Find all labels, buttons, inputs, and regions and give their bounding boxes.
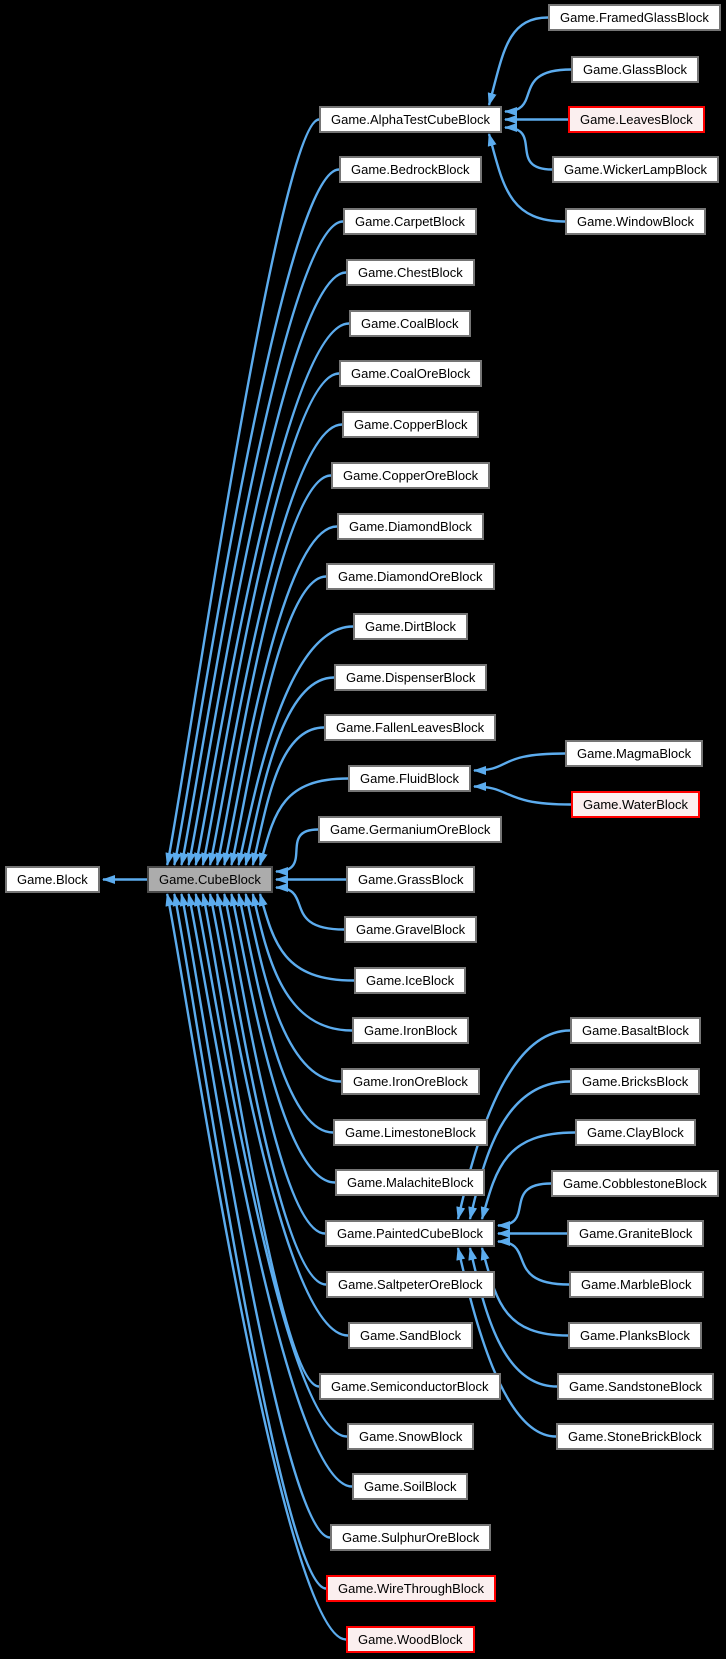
edge-game-carpetblock-to-game-cubeblock xyxy=(179,220,344,866)
node-game-fallenleavesblock[interactable]: Game.FallenLeavesBlock xyxy=(324,714,497,741)
node-game-marbleblock[interactable]: Game.MarbleBlock xyxy=(569,1271,704,1298)
edge-game-dispenserblock-to-game-cubeblock xyxy=(244,676,335,866)
node-game-grassblock[interactable]: Game.GrassBlock xyxy=(346,866,476,893)
edge-game-chestblock-to-game-cubeblock xyxy=(186,271,347,866)
edge-game-fluidblock-to-game-cubeblock xyxy=(258,777,349,866)
node-game-leavesblock[interactable]: Game.LeavesBlock xyxy=(568,106,705,133)
node-game-diamondblock[interactable]: Game.DiamondBlock xyxy=(337,513,484,540)
edge-game-planksblock-to-game-paintedcubeblock xyxy=(480,1247,569,1337)
node-game-block[interactable]: Game.Block xyxy=(5,866,100,893)
node-game-coalblock[interactable]: Game.CoalBlock xyxy=(349,310,471,337)
edge-game-wirethroughblock-to-game-cubeblock xyxy=(172,893,327,1590)
edge-game-copperblock-to-game-cubeblock xyxy=(208,423,343,866)
edge-game-diamondblock-to-game-cubeblock xyxy=(222,525,338,866)
node-game-dirtblock[interactable]: Game.DirtBlock xyxy=(353,613,469,640)
node-game-copperoreblock[interactable]: Game.CopperOreBlock xyxy=(331,462,491,489)
edge-game-ironblock-to-game-cubeblock xyxy=(251,893,353,1032)
node-game-sandstoneblock[interactable]: Game.SandstoneBlock xyxy=(557,1373,714,1400)
node-game-germaniumoreblock[interactable]: Game.GermaniumOreBlock xyxy=(318,816,503,843)
node-game-windowblock[interactable]: Game.WindowBlock xyxy=(565,208,707,235)
edge-game-sulphuroreblock-to-game-cubeblock xyxy=(179,893,331,1539)
edge-game-waterblock-to-game-fluidblock xyxy=(473,782,572,806)
node-game-magmablock[interactable]: Game.MagmaBlock xyxy=(565,740,704,767)
edge-game-germaniumoreblock-to-game-cubeblock xyxy=(275,828,319,876)
node-game-glassblock[interactable]: Game.GlassBlock xyxy=(571,56,700,83)
node-game-ironoreblock[interactable]: Game.IronOreBlock xyxy=(341,1068,480,1095)
node-game-planksblock[interactable]: Game.PlanksBlock xyxy=(568,1322,702,1349)
node-game-dispenserblock[interactable]: Game.DispenserBlock xyxy=(334,664,488,691)
edge-game-clayblock-to-game-paintedcubeblock xyxy=(480,1131,576,1220)
edge-game-coalblock-to-game-cubeblock xyxy=(194,322,350,866)
node-game-fluidblock[interactable]: Game.FluidBlock xyxy=(348,765,471,792)
edge-game-ironoreblock-to-game-cubeblock xyxy=(244,893,342,1083)
edge-game-coaloreblock-to-game-cubeblock xyxy=(201,372,340,866)
edge-game-copperoreblock-to-game-cubeblock xyxy=(215,474,332,866)
node-game-chestblock[interactable]: Game.ChestBlock xyxy=(346,259,475,286)
edge-game-windowblock-to-game-alphatestcubeblock xyxy=(487,133,566,223)
edge-game-bricksblock-to-game-paintedcubeblock xyxy=(468,1080,571,1220)
node-game-sandblock[interactable]: Game.SandBlock xyxy=(348,1322,474,1349)
node-game-wickerlampblock[interactable]: Game.WickerLampBlock xyxy=(552,156,720,183)
edge-game-saltpeteroreblock-to-game-cubeblock xyxy=(215,893,327,1286)
node-game-cubeblock[interactable]: Game.CubeBlock xyxy=(147,866,273,893)
edge-game-malachiteblock-to-game-cubeblock xyxy=(229,893,336,1184)
node-game-copperblock[interactable]: Game.CopperBlock xyxy=(342,411,480,438)
edge-game-sandstoneblock-to-game-paintedcubeblock xyxy=(468,1247,558,1388)
edge-game-semiconductorblock-to-game-cubeblock xyxy=(201,893,320,1388)
node-game-coaloreblock[interactable]: Game.CoalOreBlock xyxy=(339,360,483,387)
node-game-diamondoreblock[interactable]: Game.DiamondOreBlock xyxy=(326,563,495,590)
edge-game-cobblestoneblock-to-game-paintedcubeblock xyxy=(497,1182,552,1230)
edge-game-framedglassblock-to-game-alphatestcubeblock xyxy=(487,16,549,106)
node-game-alphatestcubeblock[interactable]: Game.AlphaTestCubeBlock xyxy=(319,106,502,133)
node-game-iceblock[interactable]: Game.IceBlock xyxy=(354,967,467,994)
node-game-carpetblock[interactable]: Game.CarpetBlock xyxy=(343,208,477,235)
node-game-bricksblock[interactable]: Game.BricksBlock xyxy=(570,1068,701,1095)
edge-game-gravelblock-to-game-cubeblock xyxy=(275,883,345,931)
edge-game-fallenleavesblock-to-game-cubeblock xyxy=(251,726,325,866)
node-game-stonebrickblock[interactable]: Game.StoneBrickBlock xyxy=(556,1423,714,1450)
edge-game-marbleblock-to-game-paintedcubeblock xyxy=(497,1237,570,1286)
node-game-sulphuroreblock[interactable]: Game.SulphurOreBlock xyxy=(330,1524,492,1551)
edge-game-limestoneblock-to-game-cubeblock xyxy=(236,893,334,1134)
node-game-limestoneblock[interactable]: Game.LimestoneBlock xyxy=(333,1119,488,1146)
edge-game-woodblock-to-game-cubeblock xyxy=(165,893,347,1641)
edge-game-glassblock-to-game-alphatestcubeblock xyxy=(504,68,572,116)
node-game-soilblock[interactable]: Game.SoilBlock xyxy=(352,1473,469,1500)
node-game-cobblestoneblock[interactable]: Game.CobblestoneBlock xyxy=(551,1170,719,1197)
node-game-waterblock[interactable]: Game.WaterBlock xyxy=(571,791,700,818)
node-game-graniteblock[interactable]: Game.GraniteBlock xyxy=(567,1220,705,1247)
edge-game-alphatestcubeblock-to-game-cubeblock xyxy=(165,118,320,866)
edge-game-bedrockblock-to-game-cubeblock xyxy=(172,168,340,866)
node-game-gravelblock[interactable]: Game.GravelBlock xyxy=(344,916,478,943)
node-game-woodblock[interactable]: Game.WoodBlock xyxy=(346,1626,475,1653)
node-game-clayblock[interactable]: Game.ClayBlock xyxy=(575,1119,696,1146)
node-game-malachiteblock[interactable]: Game.MalachiteBlock xyxy=(335,1169,486,1196)
node-game-saltpeteroreblock[interactable]: Game.SaltpeterOreBlock xyxy=(326,1271,495,1298)
node-game-bedrockblock[interactable]: Game.BedrockBlock xyxy=(339,156,482,183)
node-game-snowblock[interactable]: Game.SnowBlock xyxy=(347,1423,475,1450)
edge-game-magmablock-to-game-fluidblock xyxy=(473,752,566,775)
edge-game-snowblock-to-game-cubeblock xyxy=(194,893,348,1438)
node-game-paintedcubeblock[interactable]: Game.PaintedCubeBlock xyxy=(325,1220,495,1247)
edge-game-paintedcubeblock-to-game-cubeblock xyxy=(222,893,326,1235)
node-game-framedglassblock[interactable]: Game.FramedGlassBlock xyxy=(548,4,721,31)
edge-game-iceblock-to-game-cubeblock xyxy=(258,893,355,982)
node-game-wirethroughblock[interactable]: Game.WireThroughBlock xyxy=(326,1575,496,1602)
edge-game-sandblock-to-game-cubeblock xyxy=(208,893,349,1337)
edge-game-diamondoreblock-to-game-cubeblock xyxy=(229,575,327,866)
edge-game-soilblock-to-game-cubeblock xyxy=(186,893,353,1488)
node-game-ironblock[interactable]: Game.IronBlock xyxy=(352,1017,470,1044)
edge-game-dirtblock-to-game-cubeblock xyxy=(236,625,354,866)
node-game-semiconductorblock[interactable]: Game.SemiconductorBlock xyxy=(319,1373,501,1400)
node-game-basaltblock[interactable]: Game.BasaltBlock xyxy=(570,1017,701,1044)
edge-game-wickerlampblock-to-game-alphatestcubeblock xyxy=(504,123,553,171)
